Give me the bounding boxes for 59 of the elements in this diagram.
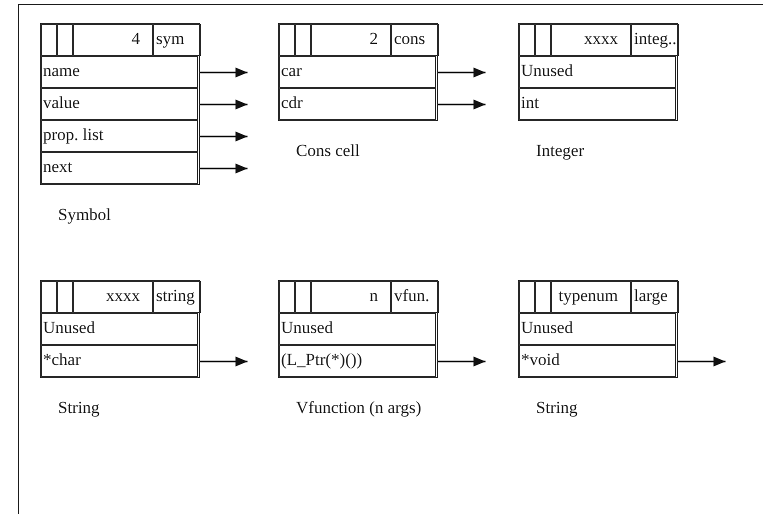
field-row: Unused: [519, 56, 676, 88]
record-caption: Cons cell: [296, 141, 360, 161]
field-row: name: [41, 56, 198, 88]
record-caption: Integer: [536, 141, 584, 161]
empty-cell: [57, 281, 73, 313]
empty-cell: [279, 281, 295, 313]
pointer-arrow: [678, 356, 726, 366]
empty-cell: [519, 281, 535, 313]
field-row: Unused: [279, 313, 436, 345]
memory-record: [40, 280, 200, 378]
count-cell: 4: [73, 24, 153, 56]
type-tag-cell: large: [631, 281, 679, 313]
empty-cell: [41, 281, 57, 313]
record-caption: String: [536, 398, 578, 418]
field-row: value: [41, 88, 198, 120]
pointer-arrow: [200, 68, 248, 78]
pointer-arrow: [200, 164, 248, 174]
type-tag-cell: string: [153, 281, 201, 313]
field-row: cdr: [279, 88, 436, 120]
field-row: (L_Ptr(*)()): [279, 345, 436, 377]
record-caption: Vfunction (n args): [296, 398, 422, 418]
field-row: prop. list: [41, 120, 198, 152]
memory-record: [278, 23, 438, 121]
record-caption: String: [58, 398, 100, 418]
empty-cell: [535, 281, 551, 313]
record-caption: Symbol: [58, 205, 111, 225]
empty-cell: [295, 281, 311, 313]
pointer-arrow: [438, 100, 486, 110]
pointer-arrow: [438, 356, 486, 366]
count-cell: 2: [311, 24, 391, 56]
empty-cell: [535, 24, 551, 56]
count-cell: xxxx: [73, 281, 153, 313]
empty-cell: [295, 24, 311, 56]
field-row: *void: [519, 345, 676, 377]
empty-cell: [279, 24, 295, 56]
field-row: int: [519, 88, 676, 120]
count-cell: typenum: [551, 281, 631, 313]
field-row: Unused: [519, 313, 676, 345]
count-cell: n: [311, 281, 391, 313]
empty-cell: [41, 24, 57, 56]
pointer-arrow: [200, 132, 248, 142]
field-row: next: [41, 152, 198, 184]
field-row: Unused: [41, 313, 198, 345]
field-row: car: [279, 56, 436, 88]
pointer-arrow: [438, 68, 486, 78]
count-cell: xxxx: [551, 24, 631, 56]
memory-record: [40, 23, 200, 185]
field-row: *char: [41, 345, 198, 377]
memory-record: [518, 23, 678, 121]
memory-record: [518, 280, 678, 378]
type-tag-cell: sym: [153, 24, 201, 56]
type-tag-cell: integ..: [631, 24, 679, 56]
memory-record: [278, 280, 438, 378]
pointer-arrow: [200, 100, 248, 110]
type-tag-cell: cons: [391, 24, 439, 56]
pointer-arrow: [200, 356, 248, 366]
empty-cell: [57, 24, 73, 56]
empty-cell: [519, 24, 535, 56]
type-tag-cell: vfun.: [391, 281, 439, 313]
